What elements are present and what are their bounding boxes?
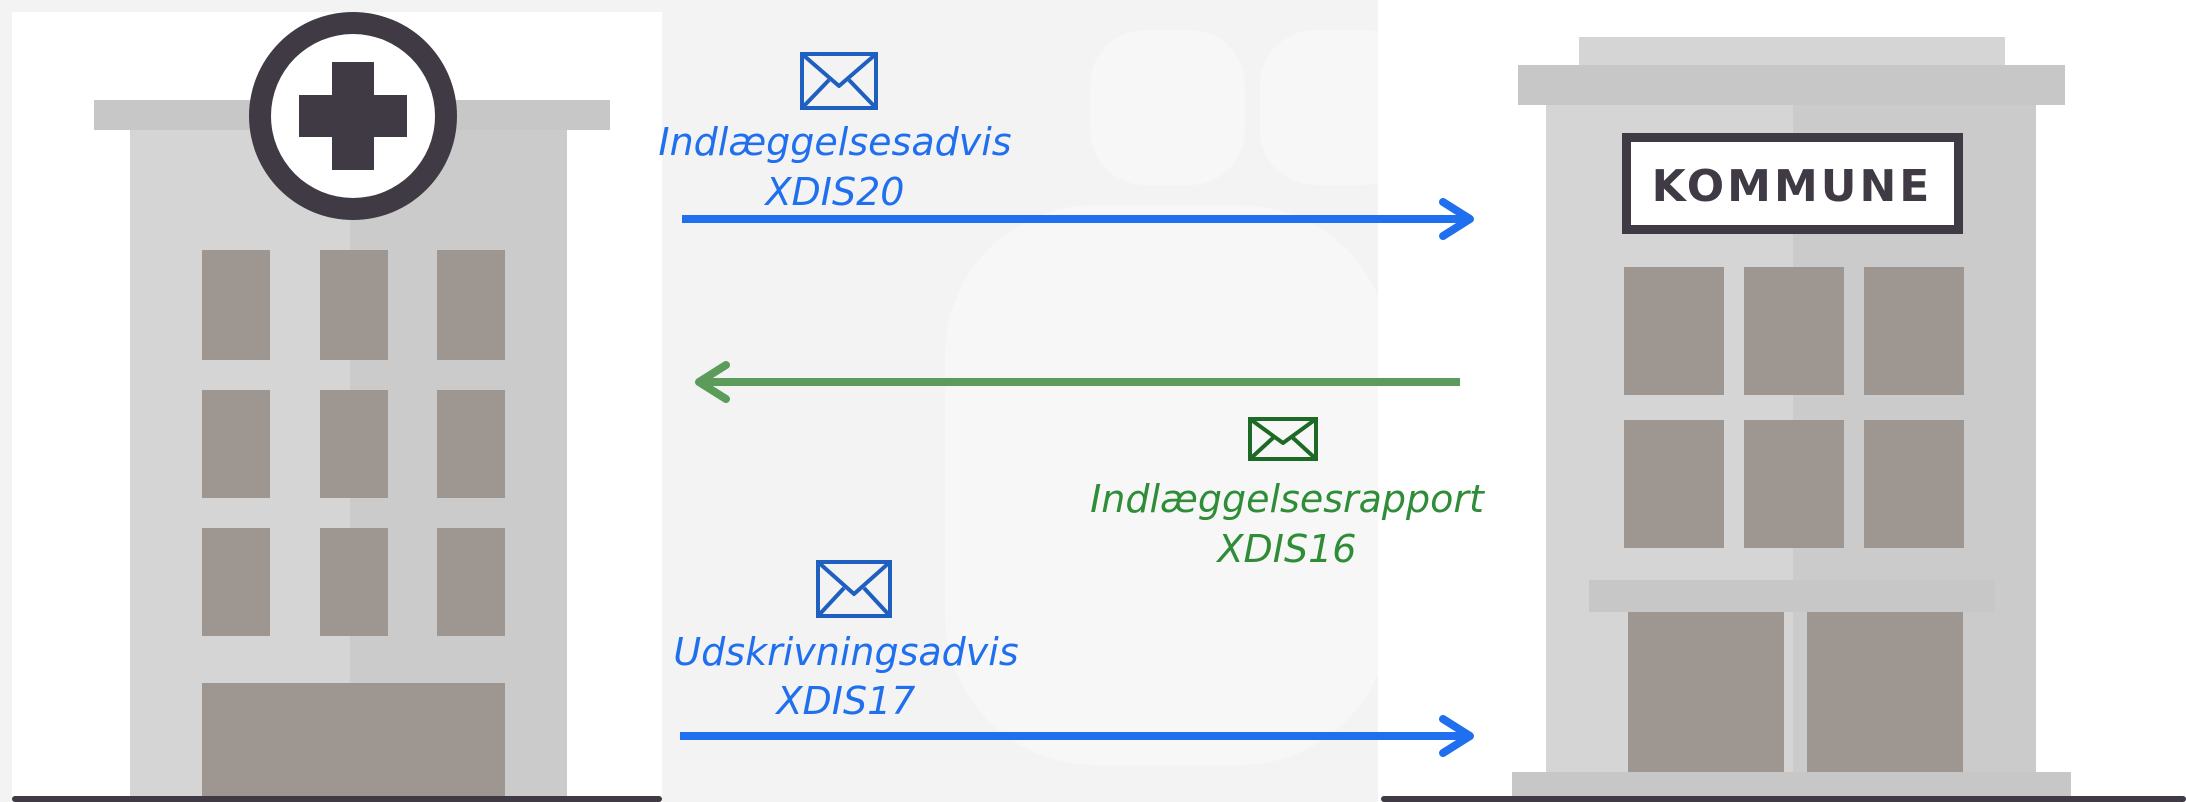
message-code: XDIS20 [764,170,905,214]
kommune-canopy [1589,580,1995,612]
hospital-ground-line [12,796,662,802]
hospital-window [202,528,270,636]
hospital-window [437,250,505,360]
kommune-sign-text: KOMMUNE [1652,161,1933,212]
hospital-building-icon [12,12,662,802]
message-3: Udskrivningsadvis XDIS17 [673,560,1474,757]
hospital-window [437,390,505,498]
kommune-window [1744,420,1844,548]
kommune-roof-top [1579,37,2005,65]
kommune-window [1864,420,1964,548]
kommune-window [1864,267,1964,395]
envelope-icon [816,560,892,618]
hospital-window [320,528,388,636]
hospital-window [320,390,388,498]
arrow-right-icon [1439,715,1474,757]
arrow-left-icon [695,361,730,403]
kommune-window [1744,267,1844,395]
kommune-ground-line [1381,796,2186,802]
hospital-window [437,528,505,636]
message-title: Udskrivningsadvis [673,630,1018,674]
hospital-window [320,250,388,360]
kommune-door-left [1628,612,1784,802]
envelope-icon [800,52,878,110]
kommune-door-right [1807,612,1963,802]
hospital-window [202,250,270,360]
hospital-door [202,683,505,802]
kommune-sign-panel [1631,142,1954,225]
kommune-window [1624,420,1724,548]
cross-icon-horizontal [299,95,407,137]
hospital-window [202,390,270,498]
message-2: Indlæggelsesrapport XDIS16 [695,361,1486,571]
envelope-icon [1248,417,1318,461]
kommune-roof [1518,65,2065,105]
kommune-window [1624,267,1724,395]
message-code: XDIS16 [1216,527,1357,571]
arrow-right-icon [1439,198,1474,240]
message-title: Indlæggelsesrapport [1090,477,1486,521]
message-1: Indlæggelsesadvis XDIS20 [658,52,1474,240]
municipality-building-icon: KOMMUNE [1381,37,2186,802]
message-title: Indlæggelsesadvis [658,120,1011,164]
message-code: XDIS17 [775,679,916,723]
